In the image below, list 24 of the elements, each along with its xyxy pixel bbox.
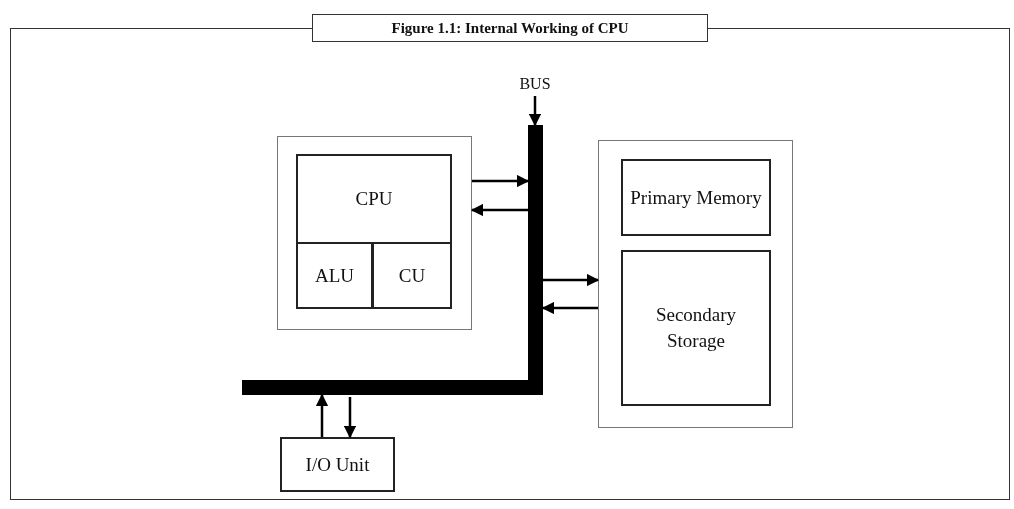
unit-box — [296, 154, 452, 309]
arrow — [470, 203, 528, 217]
bus-label: BUS — [515, 74, 555, 94]
arrow — [528, 96, 542, 127]
unit-box — [280, 437, 395, 492]
box-label: CU — [398, 263, 426, 288]
box-label: CPU — [355, 187, 393, 211]
group-box — [277, 136, 472, 330]
unit-box — [621, 159, 771, 236]
arrow — [472, 174, 530, 188]
unit-box — [621, 250, 771, 406]
unit-box — [372, 242, 452, 309]
box-label: Primary Memory — [630, 185, 762, 210]
bus-bar — [242, 125, 543, 395]
group-box — [598, 140, 793, 428]
figure-title: Figure 1.1: Internal Working of CPU — [312, 14, 708, 42]
box-label: ALU — [314, 263, 355, 288]
box-label: I/O Unit — [305, 452, 370, 477]
arrow — [543, 273, 600, 287]
unit-box — [296, 242, 373, 309]
arrow — [343, 397, 357, 439]
box-label: Secondary Storage — [654, 303, 738, 353]
arrow — [315, 393, 329, 437]
arrow — [541, 301, 598, 315]
